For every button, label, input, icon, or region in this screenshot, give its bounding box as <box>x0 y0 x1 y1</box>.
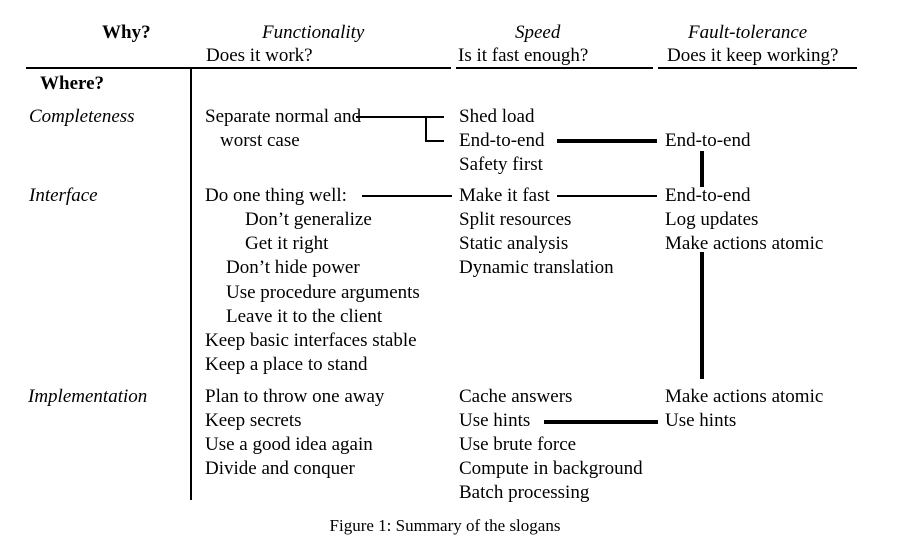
slogan: Use procedure arguments <box>226 282 420 303</box>
column-title-speed: Speed <box>515 22 561 43</box>
column-title-fault-tolerance: Fault-tolerance <box>688 22 808 43</box>
slogan: Make it fast <box>459 185 550 206</box>
slogan: Use hints <box>665 410 737 431</box>
slogan: Don’t hide power <box>226 257 360 278</box>
slogan: Dynamic translation <box>459 257 614 278</box>
connector-endtoend-vertical-thick <box>700 151 704 187</box>
slogan: Keep a place to stand <box>205 354 368 375</box>
header-rule-segment-3 <box>658 67 857 69</box>
column-title-functionality: Functionality <box>262 22 365 43</box>
connector-separate-to-shedload <box>356 116 444 118</box>
slogan: Make actions atomic <box>665 386 824 407</box>
slogan: Keep secrets <box>205 410 302 431</box>
column-question-functionality: Does it work? <box>206 45 313 66</box>
slogan: Divide and conquer <box>205 458 355 479</box>
connector-dooneth-to-makeitfast <box>362 195 452 197</box>
slogan: End-to-end <box>459 130 545 151</box>
slogan: Leave it to the client <box>226 306 383 327</box>
connector-usehints-thick <box>544 420 658 424</box>
slogan: Plan to throw one away <box>205 386 385 407</box>
slogan: Log updates <box>665 209 759 230</box>
row-label-implementation: Implementation <box>28 386 148 407</box>
slogan: Cache answers <box>459 386 573 407</box>
connector-atomic-vertical-thick <box>700 252 704 379</box>
connector-branch-vertical <box>425 116 427 142</box>
slogan: Split resources <box>459 209 572 230</box>
slogan: worst case <box>220 130 300 151</box>
slogan: Static analysis <box>459 233 569 254</box>
slogan: Don’t generalize <box>245 209 372 230</box>
why-header: Why? <box>102 22 151 43</box>
column-question-speed: Is it fast enough? <box>458 45 589 66</box>
connector-branch-to-endtoend <box>425 140 444 142</box>
slogan: Separate normal and <box>205 106 362 127</box>
slogan: End-to-end <box>665 185 751 206</box>
slogan: Get it right <box>245 233 329 254</box>
row-label-divider <box>190 68 192 500</box>
header-rule-segment-1 <box>26 67 451 69</box>
where-header: Where? <box>40 73 105 94</box>
connector-makeitfast-to-endtoend <box>557 195 657 197</box>
slogan: Use a good idea again <box>205 434 373 455</box>
connector-endtoend-thick <box>557 139 657 143</box>
slogan: Compute in background <box>459 458 643 479</box>
slogan: Use hints <box>459 410 531 431</box>
column-question-fault-tolerance: Does it keep working? <box>667 45 839 66</box>
slogan: Keep basic interfaces stable <box>205 330 417 351</box>
figure-caption: Figure 1: Summary of the slogans <box>329 516 561 535</box>
row-label-interface: Interface <box>29 185 98 206</box>
slogan: Use brute force <box>459 434 577 455</box>
row-label-completeness: Completeness <box>29 106 135 127</box>
slogan: Batch processing <box>459 482 590 503</box>
slogan: Do one thing well: <box>205 185 347 206</box>
header-rule-segment-2 <box>456 67 653 69</box>
slogan: Make actions atomic <box>665 233 824 254</box>
slogan: End-to-end <box>665 130 751 151</box>
slogan: Safety first <box>459 154 543 175</box>
slogan: Shed load <box>459 106 535 127</box>
